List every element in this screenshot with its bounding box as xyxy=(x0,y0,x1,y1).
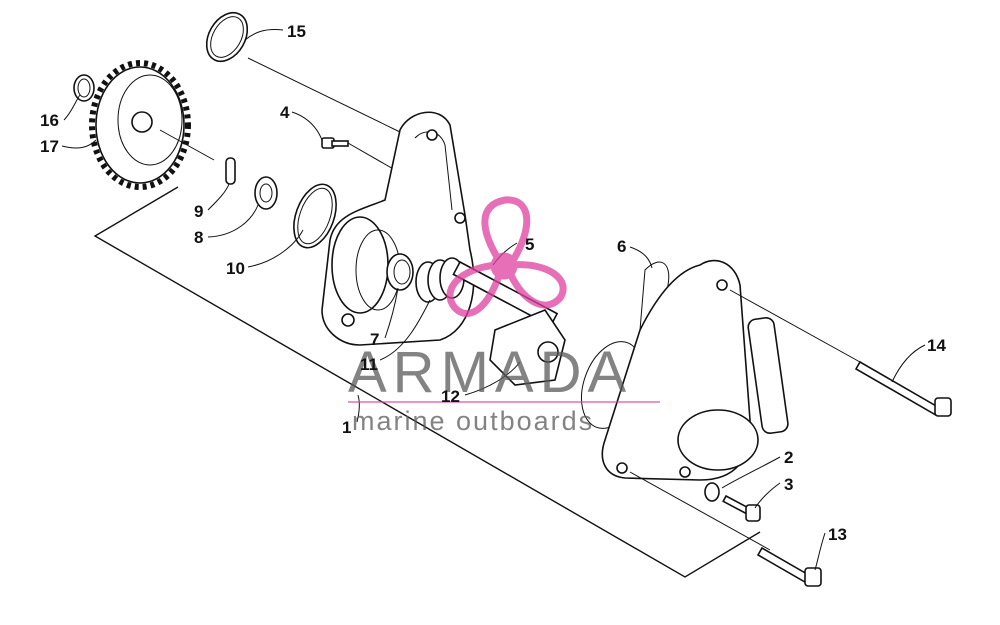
assembly-bracket xyxy=(93,186,761,578)
part-label-5: 5 xyxy=(525,235,534,254)
bolt-3 xyxy=(722,494,761,522)
part-label-17: 17 xyxy=(40,137,59,156)
propeller-logo-icon xyxy=(446,196,567,317)
pump-housing xyxy=(321,111,475,346)
washer-2 xyxy=(704,482,720,502)
part-label-6: 6 xyxy=(617,237,626,256)
part-label-4: 4 xyxy=(280,103,290,122)
part-labels: 15 4 16 17 9 8 10 5 6 7 11 12 1 2 3 13 1… xyxy=(40,22,946,544)
part-label-16: 16 xyxy=(40,111,59,130)
watermark: ARMADA marine outboards xyxy=(348,196,660,436)
bolt-13 xyxy=(756,546,822,587)
part-label-3: 3 xyxy=(784,475,793,494)
watermark-title: ARMADA xyxy=(348,340,632,405)
o-ring-10 xyxy=(293,183,337,249)
bolt-14 xyxy=(854,360,952,417)
part-label-1: 1 xyxy=(342,418,351,437)
part-label-10: 10 xyxy=(226,259,245,278)
part-label-2: 2 xyxy=(784,448,793,467)
o-ring-15 xyxy=(205,11,401,133)
circlip-16 xyxy=(73,74,95,102)
impeller-shaft-12 xyxy=(452,260,566,386)
part-label-8: 8 xyxy=(194,228,203,247)
part-label-11: 11 xyxy=(360,355,378,374)
watermark-subtitle: marine outboards xyxy=(352,406,594,436)
pump-cover xyxy=(601,259,861,551)
part-label-9: 9 xyxy=(194,202,203,221)
part-label-13: 13 xyxy=(828,525,847,544)
part-label-15: 15 xyxy=(287,22,306,41)
leader-lines xyxy=(61,29,926,571)
part-label-7: 7 xyxy=(370,330,379,349)
gear-17 xyxy=(89,60,215,190)
pin-9 xyxy=(225,157,236,185)
part-label-14: 14 xyxy=(927,336,946,355)
washer-8 xyxy=(254,176,278,210)
part-label-12: 12 xyxy=(441,387,460,406)
seal-7 xyxy=(386,253,414,291)
